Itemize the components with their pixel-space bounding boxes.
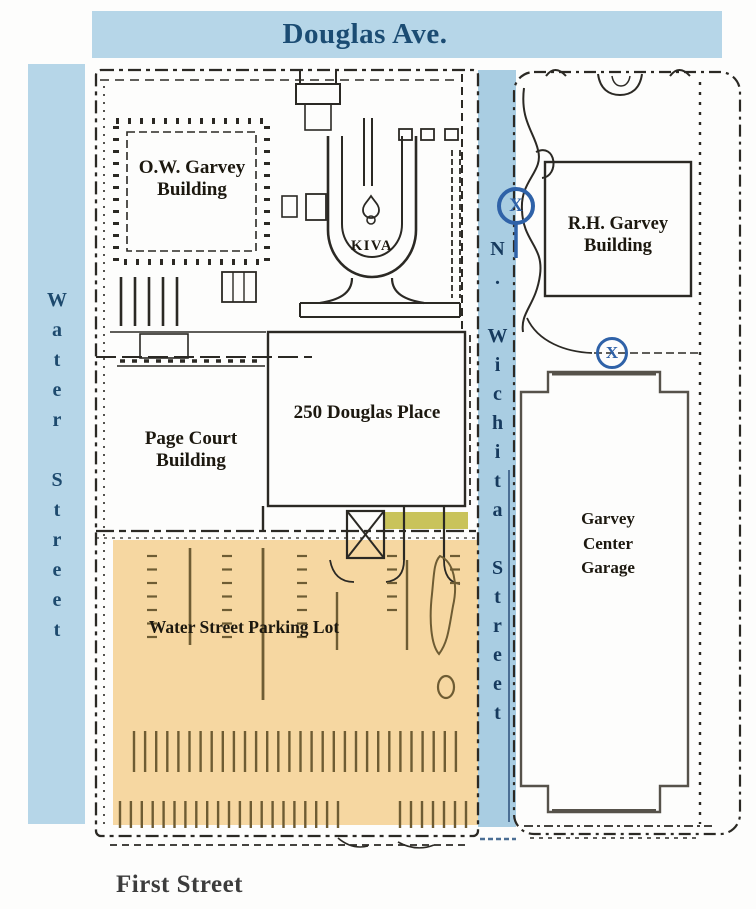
garage-label: Garvey Center Garage (581, 509, 635, 578)
wichita-street-band: N. Wichita Street (478, 70, 516, 827)
highlight-rect (383, 512, 468, 529)
entrance-x-icon: X (497, 187, 535, 225)
douglas-avenue-label: Douglas Ave. (282, 18, 448, 50)
water-street-band: Water Street (28, 64, 85, 824)
right-parcel-outline (512, 69, 742, 836)
first-street-label: First Street (116, 871, 244, 898)
douglas-place-label: 250 Douglas Place (293, 402, 441, 423)
entrance-x-icon: X (596, 337, 628, 369)
water-street-parking-lot-area (113, 540, 478, 825)
kiva-label: KIVA (351, 238, 393, 254)
water-street-label: Water Street (46, 289, 68, 649)
garage-outline (519, 370, 712, 839)
kiva-structure (299, 118, 461, 318)
douglas-avenue-band: Douglas Ave. (92, 11, 722, 58)
entrance-x-glyph: X (605, 343, 619, 362)
entrance-x-glyph: X (509, 195, 523, 216)
wichita-street-label: N. Wichita Street (486, 238, 509, 731)
plaza-details (96, 70, 463, 359)
rh-garvey-label: R.H. Garvey Building (567, 214, 669, 256)
parking-lot-label: Water Street Parking Lot (148, 617, 340, 637)
page-court-label: Page Court Building (144, 428, 238, 472)
ow-garvey-label: O.W. Garvey Building (138, 157, 246, 201)
